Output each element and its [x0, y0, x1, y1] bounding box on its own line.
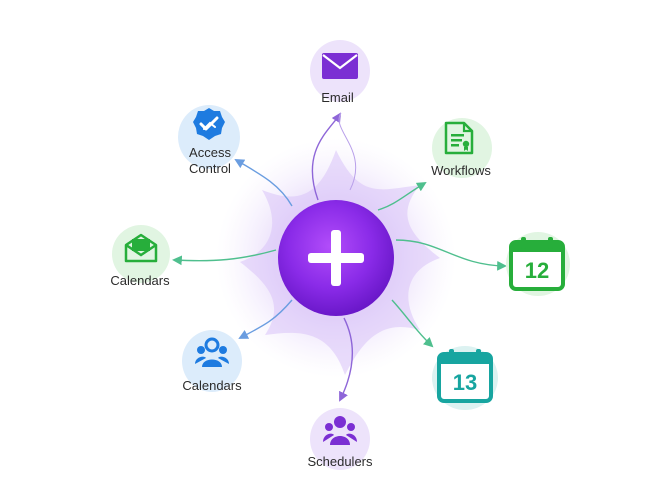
node-calendar-13[interactable]: 13	[426, 340, 506, 412]
checkmark-badge-icon	[193, 108, 225, 140]
open-envelope-icon	[124, 233, 158, 263]
node-calendar-12[interactable]: 12	[498, 228, 576, 300]
connector-calendar12	[395, 239, 507, 271]
workflows-label: Workflows	[431, 163, 491, 178]
user-group-icon	[323, 416, 357, 445]
connector-access	[234, 159, 293, 207]
connector-calendars-team	[238, 299, 293, 339]
user-group-icon	[195, 337, 229, 367]
plus-icon	[308, 230, 364, 286]
calendars-team-label: Calendars	[182, 378, 242, 393]
node-calendars-team[interactable]: Calendars	[172, 330, 252, 396]
node-email[interactable]: Email	[300, 40, 375, 110]
connector-schedulers	[339, 317, 354, 402]
document-icon	[444, 121, 474, 155]
node-workflows[interactable]: Workflows	[420, 118, 502, 184]
envelope-icon	[322, 53, 358, 79]
access-label-line2: Control	[189, 161, 231, 176]
node-schedulers[interactable]: Schedulers	[298, 408, 382, 474]
calendar-icon	[437, 349, 493, 403]
node-calendars-left[interactable]: Calendars	[100, 225, 180, 291]
connector-workflows	[377, 181, 427, 211]
calendars-left-label: Calendars	[110, 273, 170, 288]
connector-email-aux	[338, 112, 357, 191]
calendar-13-number: 13	[452, 370, 478, 395]
node-access-control[interactable]: Access Control	[170, 105, 250, 185]
email-label: Email	[321, 90, 354, 105]
connector-calendar13	[391, 299, 434, 348]
connector-email	[311, 112, 342, 201]
access-label-line1: Access	[189, 145, 231, 160]
calendar-12-number: 12	[524, 258, 550, 283]
schedulers-label: Schedulers	[307, 454, 373, 469]
calendar-icon	[509, 237, 565, 291]
connector-calendars-left	[172, 249, 277, 266]
